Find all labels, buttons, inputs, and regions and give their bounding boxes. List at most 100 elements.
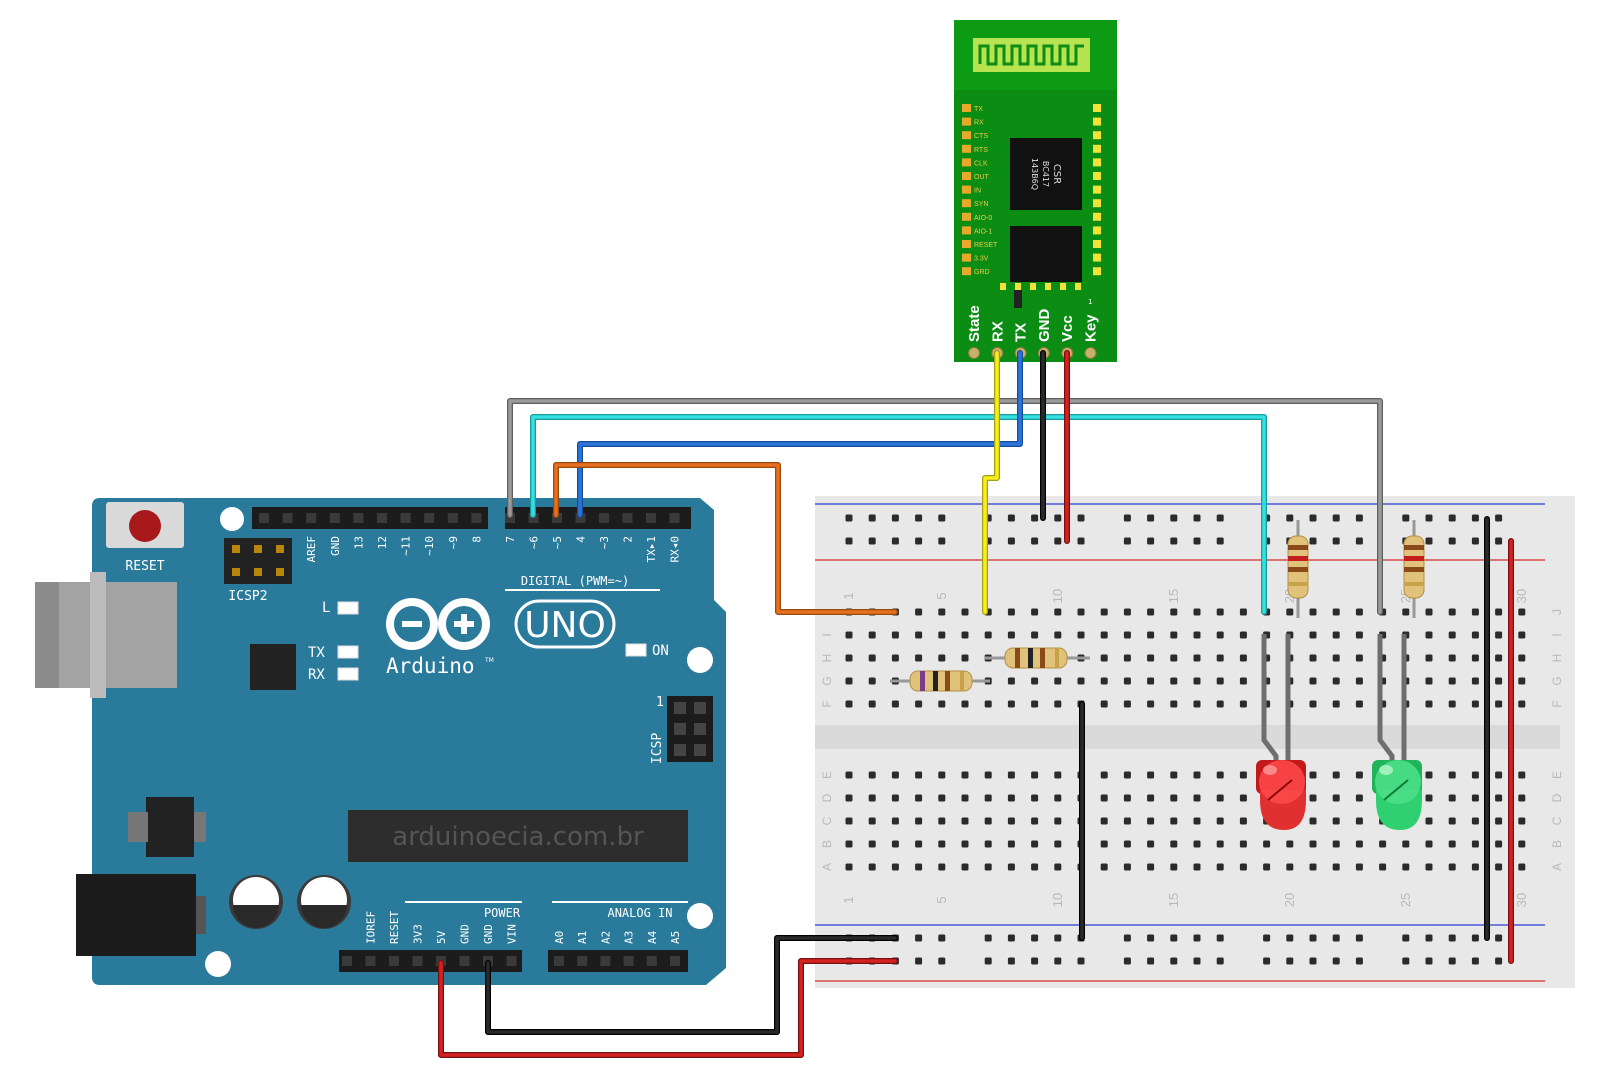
- breadboard-hole[interactable]: [1031, 840, 1039, 848]
- header-pin[interactable]: [528, 513, 539, 523]
- breadboard-hole[interactable]: [1170, 957, 1178, 965]
- breadboard-hole[interactable]: [1170, 514, 1178, 522]
- breadboard-hole[interactable]: [1402, 608, 1410, 616]
- breadboard-hole[interactable]: [1170, 677, 1178, 685]
- breadboard-hole[interactable]: [1425, 794, 1433, 802]
- breadboard-hole[interactable]: [891, 631, 899, 639]
- breadboard-hole[interactable]: [1518, 817, 1526, 825]
- breadboard-hole[interactable]: [868, 514, 876, 522]
- breadboard-hole[interactable]: [891, 817, 899, 825]
- breadboard-hole[interactable]: [1471, 514, 1479, 522]
- breadboard-hole[interactable]: [1123, 537, 1131, 545]
- breadboard-hole[interactable]: [845, 771, 853, 779]
- breadboard-hole[interactable]: [891, 514, 899, 522]
- header-pin[interactable]: [412, 956, 423, 966]
- breadboard-hole[interactable]: [1147, 654, 1155, 662]
- breadboard-hole[interactable]: [1286, 934, 1294, 942]
- breadboard-hole[interactable]: [1170, 817, 1178, 825]
- breadboard-hole[interactable]: [1170, 771, 1178, 779]
- breadboard-hole[interactable]: [1054, 771, 1062, 779]
- breadboard-hole[interactable]: [1495, 537, 1503, 545]
- header-pin[interactable]: [506, 956, 517, 966]
- breadboard-hole[interactable]: [845, 794, 853, 802]
- breadboard-hole[interactable]: [1054, 863, 1062, 871]
- breadboard-hole[interactable]: [938, 608, 946, 616]
- breadboard-hole[interactable]: [1216, 608, 1224, 616]
- breadboard-hole[interactable]: [1448, 840, 1456, 848]
- breadboard-hole[interactable]: [915, 957, 923, 965]
- breadboard-hole[interactable]: [1054, 514, 1062, 522]
- breadboard-hole[interactable]: [1077, 631, 1085, 639]
- breadboard-hole[interactable]: [1054, 934, 1062, 942]
- breadboard-hole[interactable]: [1216, 771, 1224, 779]
- breadboard-hole[interactable]: [1286, 514, 1294, 522]
- header-pin[interactable]: [575, 513, 586, 523]
- breadboard-hole[interactable]: [1007, 608, 1015, 616]
- breadboard-hole[interactable]: [1100, 840, 1108, 848]
- breadboard-hole[interactable]: [1054, 840, 1062, 848]
- breadboard-hole[interactable]: [1518, 677, 1526, 685]
- breadboard-hole[interactable]: [1355, 817, 1363, 825]
- breadboard-hole[interactable]: [1332, 817, 1340, 825]
- breadboard-hole[interactable]: [1309, 957, 1317, 965]
- breadboard-hole[interactable]: [1355, 700, 1363, 708]
- breadboard-hole[interactable]: [1495, 514, 1503, 522]
- breadboard-hole[interactable]: [1193, 957, 1201, 965]
- breadboard-hole[interactable]: [1332, 677, 1340, 685]
- breadboard-hole[interactable]: [1031, 957, 1039, 965]
- breadboard-hole[interactable]: [1495, 771, 1503, 779]
- breadboard-hole[interactable]: [915, 863, 923, 871]
- breadboard-hole[interactable]: [1518, 863, 1526, 871]
- breadboard-hole[interactable]: [1425, 771, 1433, 779]
- breadboard-hole[interactable]: [1007, 771, 1015, 779]
- breadboard-hole[interactable]: [984, 631, 992, 639]
- breadboard-hole[interactable]: [845, 700, 853, 708]
- header-pin[interactable]: [353, 513, 364, 523]
- header-pin[interactable]: [670, 956, 680, 966]
- breadboard-hole[interactable]: [961, 794, 969, 802]
- breadboard-hole[interactable]: [1193, 608, 1201, 616]
- breadboard-hole[interactable]: [1286, 957, 1294, 965]
- breadboard-hole[interactable]: [1007, 631, 1015, 639]
- breadboard-hole[interactable]: [1123, 771, 1131, 779]
- bt-pin-pad[interactable]: [968, 347, 980, 359]
- breadboard-hole[interactable]: [1471, 934, 1479, 942]
- breadboard-hole[interactable]: [1309, 934, 1317, 942]
- breadboard-hole[interactable]: [1448, 863, 1456, 871]
- breadboard-hole[interactable]: [1518, 654, 1526, 662]
- breadboard-hole[interactable]: [868, 677, 876, 685]
- breadboard-hole[interactable]: [1355, 840, 1363, 848]
- breadboard-hole[interactable]: [1031, 771, 1039, 779]
- breadboard-hole[interactable]: [938, 863, 946, 871]
- breadboard-hole[interactable]: [1031, 863, 1039, 871]
- breadboard-hole[interactable]: [1332, 631, 1340, 639]
- header-pin[interactable]: [599, 513, 609, 523]
- breadboard-hole[interactable]: [1031, 631, 1039, 639]
- breadboard-hole[interactable]: [938, 514, 946, 522]
- header-pin[interactable]: [329, 513, 340, 523]
- breadboard-hole[interactable]: [1379, 863, 1387, 871]
- breadboard-hole[interactable]: [1193, 934, 1201, 942]
- breadboard-hole[interactable]: [1355, 654, 1363, 662]
- breadboard-hole[interactable]: [845, 817, 853, 825]
- breadboard-hole[interactable]: [1054, 608, 1062, 616]
- breadboard-hole[interactable]: [1100, 631, 1108, 639]
- breadboard-hole[interactable]: [1123, 957, 1131, 965]
- breadboard-hole[interactable]: [961, 771, 969, 779]
- breadboard-hole[interactable]: [1193, 794, 1201, 802]
- breadboard-hole[interactable]: [1495, 957, 1503, 965]
- breadboard-hole[interactable]: [1170, 700, 1178, 708]
- breadboard-hole[interactable]: [1332, 771, 1340, 779]
- breadboard-hole[interactable]: [891, 700, 899, 708]
- breadboard-hole[interactable]: [1332, 840, 1340, 848]
- breadboard-hole[interactable]: [1147, 863, 1155, 871]
- breadboard-hole[interactable]: [1495, 608, 1503, 616]
- header-pin[interactable]: [471, 513, 482, 523]
- breadboard-hole[interactable]: [1425, 863, 1433, 871]
- breadboard-hole[interactable]: [1123, 863, 1131, 871]
- breadboard-hole[interactable]: [868, 840, 876, 848]
- breadboard-hole[interactable]: [1170, 654, 1178, 662]
- breadboard-hole[interactable]: [1471, 863, 1479, 871]
- breadboard-hole[interactable]: [1100, 863, 1108, 871]
- breadboard-hole[interactable]: [1448, 608, 1456, 616]
